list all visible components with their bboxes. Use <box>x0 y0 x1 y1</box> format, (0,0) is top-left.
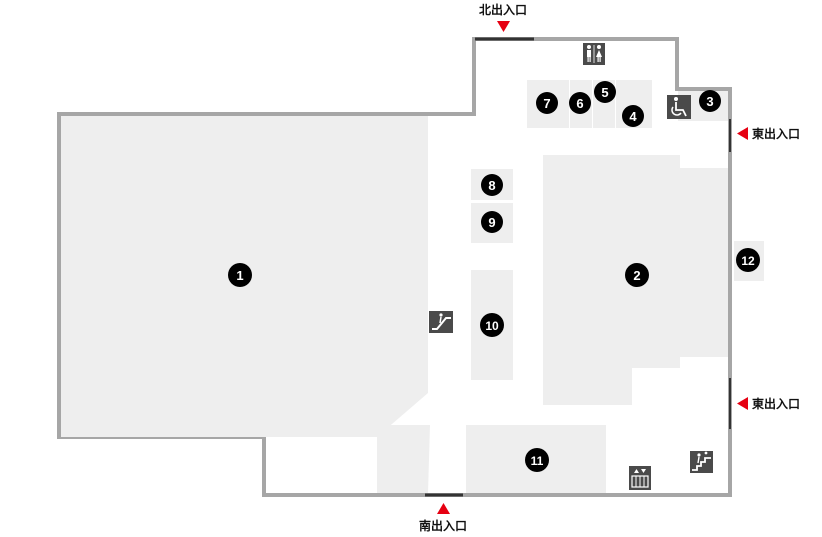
area-marker-5[interactable]: 5 <box>594 81 616 103</box>
area-marker-12[interactable]: 12 <box>736 248 760 272</box>
svg-text:4: 4 <box>629 109 637 124</box>
escalator-icon <box>429 311 453 333</box>
area-marker-3[interactable]: 3 <box>699 90 721 112</box>
svg-text:6: 6 <box>576 96 583 111</box>
svg-text:5: 5 <box>601 85 608 100</box>
area-marker-9[interactable]: 9 <box>481 211 503 233</box>
svg-text:10: 10 <box>485 319 499 333</box>
restroom-icon <box>583 43 605 65</box>
east-upper-entrance-arrow <box>737 127 748 140</box>
area-marker-4[interactable]: 4 <box>622 105 644 127</box>
svg-text:7: 7 <box>543 96 550 111</box>
area-marker-6[interactable]: 6 <box>569 92 591 114</box>
wheelchair-icon <box>667 95 691 119</box>
svg-text:2: 2 <box>633 268 640 283</box>
area-marker-2[interactable]: 2 <box>625 263 649 287</box>
svg-text:3: 3 <box>706 94 713 109</box>
east-lower-entrance-label: 東出入口 <box>752 396 800 411</box>
north-entrance-arrow <box>497 21 510 32</box>
north-entrance-label: 北出入口 <box>479 2 527 17</box>
south-entrance-label: 南出入口 <box>419 518 467 533</box>
elevator-icon <box>629 466 651 490</box>
area-marker-11[interactable]: 11 <box>525 448 549 472</box>
area-marker-7[interactable]: 7 <box>536 92 558 114</box>
east-upper-entrance-label: 東出入口 <box>752 126 800 141</box>
area-marker-10[interactable]: 10 <box>480 313 504 337</box>
stairs-icon <box>690 451 713 473</box>
svg-text:12: 12 <box>741 254 755 268</box>
svg-text:9: 9 <box>488 215 495 230</box>
area-marker-1[interactable]: 1 <box>228 263 252 287</box>
svg-text:1: 1 <box>236 268 243 283</box>
south-entrance-arrow <box>437 503 450 514</box>
area-marker-8[interactable]: 8 <box>481 174 503 196</box>
east-lower-entrance-arrow <box>737 397 748 410</box>
svg-text:8: 8 <box>488 178 495 193</box>
svg-text:11: 11 <box>531 454 544 468</box>
store-area-shop-lower-left <box>377 425 430 493</box>
